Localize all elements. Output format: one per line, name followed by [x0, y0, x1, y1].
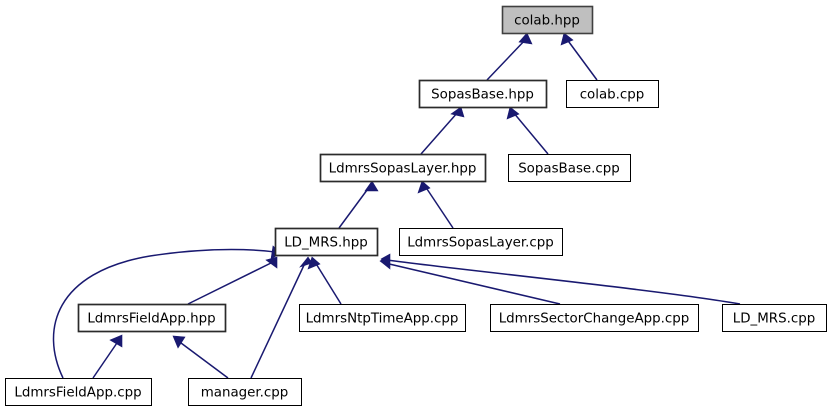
- edge-line: [92, 339, 120, 379]
- edge-line: [565, 37, 598, 81]
- node-box[interactable]: [5, 378, 152, 406]
- graph-node-ld-mrs-cpp[interactable]: LD_MRS.cpp: [722, 304, 827, 332]
- edge-line: [486, 37, 528, 81]
- node-box[interactable]: [501, 5, 594, 35]
- graph-node-ldmrssopaslayer-cpp[interactable]: LdmrsSopasLayer.cpp: [399, 228, 563, 256]
- node-box[interactable]: [188, 378, 302, 406]
- arrowhead-icon: [506, 106, 520, 120]
- arrowhead-icon: [417, 180, 431, 194]
- dependency-edge: [250, 256, 313, 379]
- graph-node-ldmrsntptimeapp-cpp[interactable]: LdmrsNtpTimeApp.cpp: [299, 304, 466, 332]
- arrowhead-icon: [109, 334, 123, 348]
- node-label: SopasBase.cpp: [518, 162, 620, 177]
- node-label: colab.cpp: [580, 88, 645, 103]
- edge-line: [512, 111, 549, 155]
- node-box[interactable]: [299, 304, 466, 332]
- arrowhead-icon: [518, 32, 533, 45]
- dependency-edge: [307, 256, 342, 305]
- dependency-edge: [172, 335, 229, 379]
- dependency-edge: [417, 180, 454, 229]
- dependency-edge: [486, 32, 533, 81]
- edge-line: [314, 261, 342, 305]
- edge-line: [176, 339, 229, 379]
- edge-line: [187, 261, 274, 305]
- node-label: LD_MRS.hpp: [284, 236, 368, 251]
- node-box[interactable]: [418, 79, 548, 109]
- node-box[interactable]: [722, 304, 827, 332]
- dependency-edge: [506, 106, 549, 155]
- graph-node-ld-mrs-hpp[interactable]: LD_MRS.hpp: [274, 227, 379, 257]
- graph-node-colab-cpp[interactable]: colab.cpp: [566, 80, 659, 108]
- node-label: LD_MRS.cpp: [733, 312, 815, 327]
- node-box[interactable]: [319, 153, 487, 183]
- graph-node-ldmrssopaslayer-hpp[interactable]: LdmrsSopasLayer.hpp: [319, 153, 487, 183]
- edge-layer: [52, 32, 741, 379]
- node-label: LdmrsSectorChangeApp.cpp: [499, 312, 690, 327]
- dependency-edge: [560, 32, 598, 81]
- edge-line: [386, 259, 741, 305]
- dependency-edge: [338, 180, 379, 229]
- node-box[interactable]: [566, 80, 659, 108]
- node-label: LdmrsSopasLayer.hpp: [329, 162, 477, 177]
- edge-line: [420, 111, 459, 155]
- arrowhead-icon: [450, 106, 465, 118]
- node-box[interactable]: [274, 227, 379, 257]
- arrowhead-icon: [299, 256, 313, 268]
- graph-node-colab-hpp[interactable]: colab.hpp: [501, 5, 594, 35]
- graph-node-ldmrssectorchangeapp-cpp[interactable]: LdmrsSectorChangeApp.cpp: [490, 304, 699, 332]
- node-box[interactable]: [399, 228, 563, 256]
- arrowhead-icon: [172, 335, 186, 349]
- graph-node-manager-cpp[interactable]: manager.cpp: [188, 378, 302, 406]
- dependency-edge: [92, 334, 123, 379]
- node-box[interactable]: [508, 154, 631, 182]
- arrowhead-icon: [560, 32, 574, 46]
- edge-line: [338, 185, 371, 229]
- edge-line: [250, 262, 306, 379]
- edge-line: [384, 262, 561, 305]
- node-label: colab.hpp: [514, 14, 580, 29]
- dependency-edge: [380, 253, 741, 305]
- edge-line: [424, 185, 454, 229]
- node-label: LdmrsSopasLayer.cpp: [407, 236, 554, 251]
- dependency-edge: [420, 106, 465, 155]
- node-label: SopasBase.hpp: [431, 88, 534, 103]
- graph-node-ldmrsfieldapp-hpp[interactable]: LdmrsFieldApp.hpp: [77, 303, 227, 333]
- graph-node-ldmrsfieldapp-cpp[interactable]: LdmrsFieldApp.cpp: [5, 378, 152, 406]
- node-label: manager.cpp: [201, 386, 289, 401]
- node-label: LdmrsFieldApp.hpp: [87, 312, 215, 327]
- dependency-edge: [187, 256, 278, 305]
- arrowhead-icon: [380, 253, 391, 268]
- arrowhead-icon: [364, 180, 379, 192]
- node-label: LdmrsNtpTimeApp.cpp: [306, 312, 459, 327]
- node-box[interactable]: [77, 303, 227, 333]
- graph-node-sopasbase-cpp[interactable]: SopasBase.cpp: [508, 154, 631, 182]
- node-box[interactable]: [490, 304, 699, 332]
- edge-line: [52, 248, 276, 379]
- node-label: LdmrsFieldApp.cpp: [14, 386, 141, 401]
- graph-node-sopasbase-hpp[interactable]: SopasBase.hpp: [418, 79, 548, 109]
